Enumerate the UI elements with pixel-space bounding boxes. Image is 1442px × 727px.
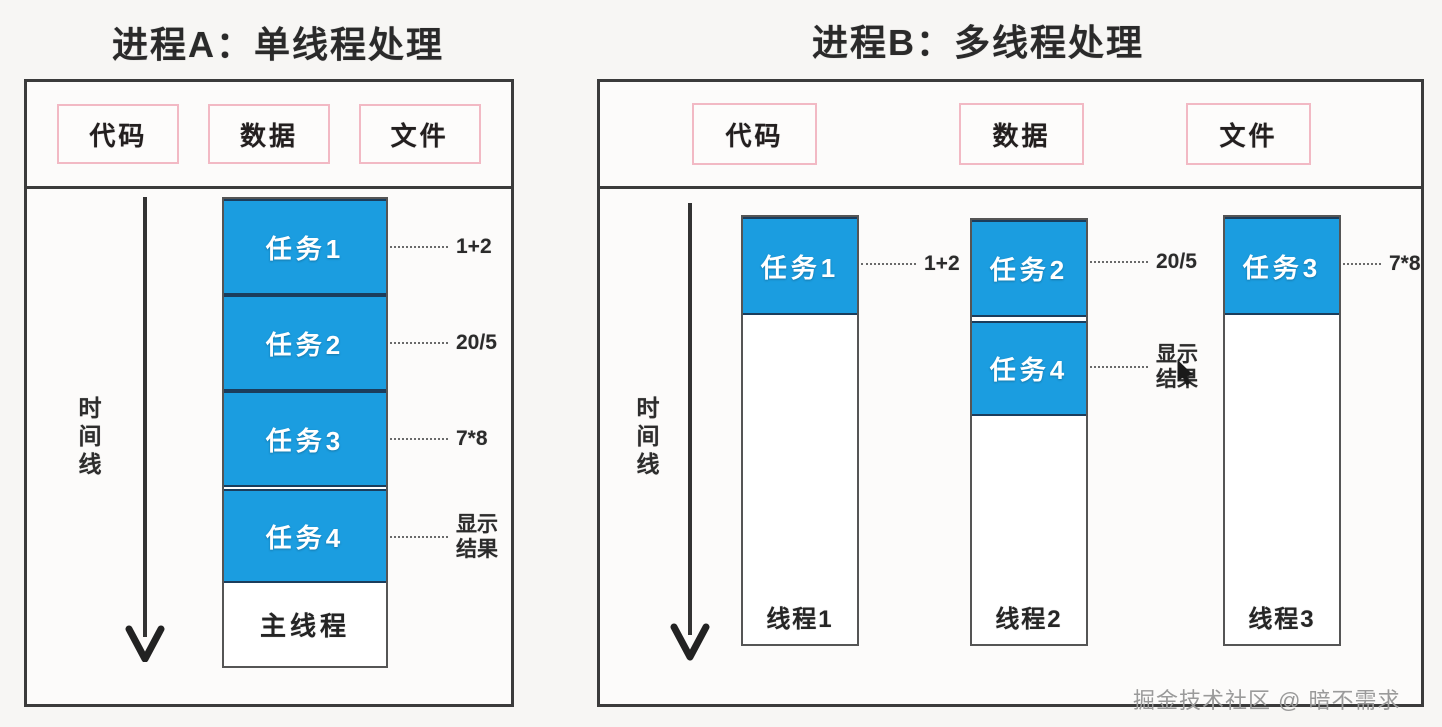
resource-box-code: 代码 xyxy=(692,103,817,165)
task-segment[interactable]: 任务1 xyxy=(224,199,386,295)
resource-box-code: 代码 xyxy=(57,104,180,164)
leader-line xyxy=(1090,366,1148,368)
task-segment-label: 任务4 xyxy=(265,522,345,553)
task-segment[interactable]: 任务3 xyxy=(1225,217,1339,315)
process-a-column-main-thread[interactable]: 任务1 任务2 任务3 任务4 主线程 xyxy=(222,197,388,668)
task-segment-label: 任务2 xyxy=(989,255,1069,285)
resource-box-file: 文件 xyxy=(1186,103,1311,165)
annotation-text: 20/5 xyxy=(1156,250,1197,273)
annotation-thread2-task2: 20/5 xyxy=(1090,249,1197,274)
watermark: 掘金技术社区 @ 暗不需求 xyxy=(1133,688,1401,713)
resource-box-file: 文件 xyxy=(358,104,481,164)
annotation-text: 20/5 xyxy=(456,331,497,354)
timeline-label: 时间线 xyxy=(78,395,102,477)
task-segment[interactable]: 任务4 xyxy=(224,489,386,583)
task-segment[interactable]: 任务2 xyxy=(972,220,1086,317)
leader-line xyxy=(390,341,448,344)
annotation-text: 7*8 xyxy=(1389,252,1421,275)
leader-line xyxy=(1090,260,1148,263)
annotation-thread1-task1: 1+2 xyxy=(861,251,960,276)
thread-label: 线程3 xyxy=(1248,606,1316,633)
process-a-resource-header: 代码 数据 文件 xyxy=(27,82,511,189)
resource-box-data: 数据 xyxy=(959,103,1084,165)
main-thread-segment-label: 主线程 xyxy=(259,611,350,641)
annotation-thread3-task3: 7*8 xyxy=(1343,251,1421,276)
process-b-timeline: 时间线 xyxy=(600,189,750,710)
process-a-frame: 代码 数据 文件 时间线 任务1 任务 xyxy=(24,79,514,707)
leader-line xyxy=(390,245,448,248)
main-thread-segment[interactable]: 主线程 xyxy=(224,583,386,666)
annotation-task4: 显示 结果 xyxy=(390,512,498,562)
thread-label: 线程1 xyxy=(766,606,834,633)
process-a-title: 进程A：单线程处理 xyxy=(112,24,444,65)
task-segment[interactable]: 任务4 xyxy=(972,321,1086,416)
annotation-text: 1+2 xyxy=(456,235,492,258)
leader-line xyxy=(861,262,916,265)
task-segment-label: 任务1 xyxy=(760,252,840,283)
annotation-text: 显示 结果 xyxy=(1156,343,1198,391)
leader-line xyxy=(390,437,448,440)
leader-line xyxy=(390,536,448,538)
task-segment-label: 任务2 xyxy=(265,329,345,360)
down-arrow-icon xyxy=(125,197,165,663)
leader-line xyxy=(1343,262,1381,265)
task-segment-label: 任务3 xyxy=(265,425,345,456)
down-arrow-icon xyxy=(670,203,710,668)
process-a-timeline: 时间线 xyxy=(27,189,217,710)
process-a-body: 时间线 任务1 任务2 任务3 xyxy=(27,189,511,704)
process-b-body: 时间线 任务1 线程1 1+2 xyxy=(600,189,1421,704)
annotation-task1: 1+2 xyxy=(390,234,492,259)
annotation-task3: 7*8 xyxy=(390,426,488,451)
process-b-column-thread-2[interactable]: 任务2 任务4 线程2 xyxy=(970,218,1088,646)
annotation-text: 7*8 xyxy=(456,427,488,450)
timeline-label: 时间线 xyxy=(636,395,660,477)
annotation-text: 1+2 xyxy=(924,252,960,275)
annotation-thread2-task4: 显示 结果 xyxy=(1090,342,1198,392)
task-segment[interactable]: 任务2 xyxy=(224,295,386,391)
process-b-frame: 代码 数据 文件 时间线 任务1 线程1 xyxy=(597,79,1424,707)
annotation-text: 显示 结果 xyxy=(456,513,498,561)
process-b-column-thread-3[interactable]: 任务3 线程3 xyxy=(1223,215,1341,646)
task-segment[interactable]: 任务1 xyxy=(743,217,857,315)
task-segment-label: 任务4 xyxy=(989,355,1069,385)
process-b-resource-header: 代码 数据 文件 xyxy=(600,82,1421,189)
thread-label: 线程2 xyxy=(995,606,1063,633)
process-b-title: 进程B：多线程处理 xyxy=(812,22,1144,63)
task-segment[interactable]: 任务3 xyxy=(224,391,386,487)
annotation-task2: 20/5 xyxy=(390,330,497,355)
task-segment-label: 任务3 xyxy=(1242,252,1322,283)
task-segment-label: 任务1 xyxy=(265,233,345,264)
process-b-column-thread-1[interactable]: 任务1 线程1 xyxy=(741,215,859,646)
resource-box-data: 数据 xyxy=(207,104,330,164)
